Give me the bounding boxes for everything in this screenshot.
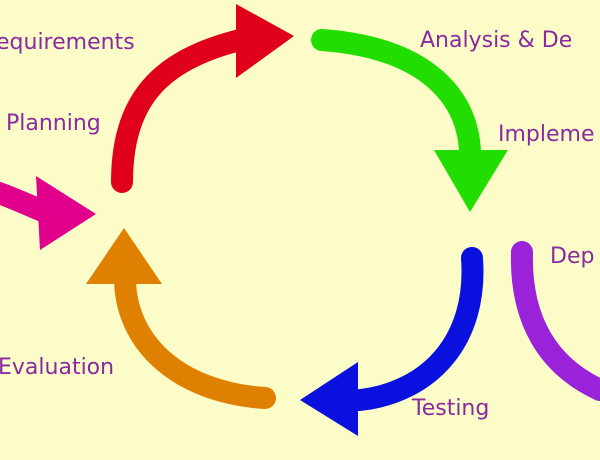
requirements-label: equirements (0, 30, 135, 55)
analysis-design-arrowhead (434, 150, 508, 212)
analysis-design-arrow (311, 29, 481, 163)
evaluation-arrow (114, 267, 276, 409)
requirements-arrowhead (236, 4, 294, 78)
deployment-arrow (510, 241, 600, 401)
deployment-label: Dep (550, 244, 595, 269)
testing-label: Testing (412, 396, 490, 421)
evaluation-arrowhead (86, 228, 162, 284)
evaluation-label: Evaluation (0, 355, 115, 380)
testing-arrow (349, 247, 484, 411)
initial-arrowhead (36, 176, 96, 250)
planning-label: Planning (6, 111, 101, 136)
implementation-label: Impleme (498, 122, 595, 147)
requirements-arrow (111, 29, 251, 193)
analysis-design-label: Analysis & De (420, 28, 573, 53)
testing-arrowhead (300, 362, 358, 436)
